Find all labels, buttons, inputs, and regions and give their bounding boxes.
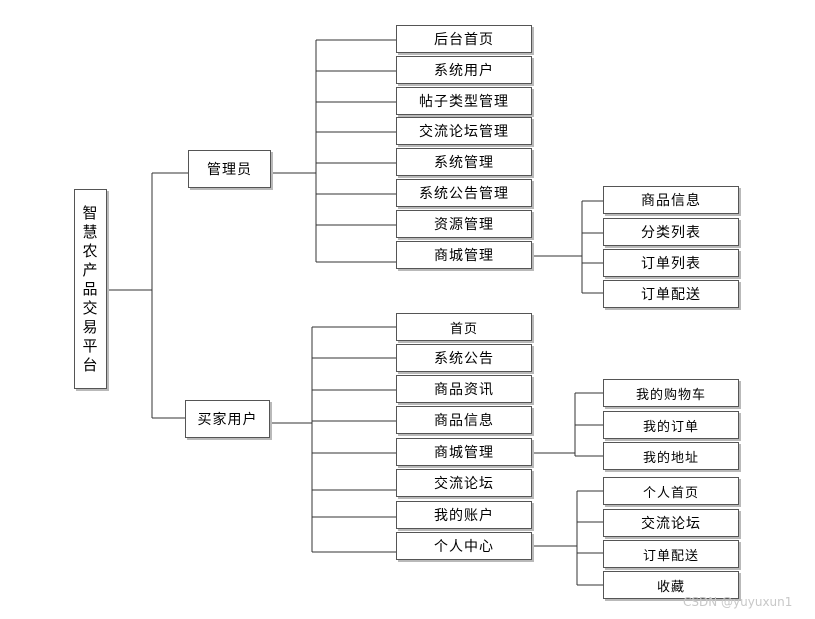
root-char: 农 (82, 241, 99, 260)
watermark: CSDN @yuyuxun1 (683, 595, 793, 609)
admin-item: 系统用户 (396, 56, 532, 84)
admin-item: 系统管理 (396, 148, 532, 176)
buyer-item-center: 个人中心 (396, 532, 532, 560)
root-char: 慧 (82, 222, 99, 241)
buyer-item: 我的账户 (396, 501, 532, 529)
buyer-mall-sub: 我的购物车 (603, 379, 739, 407)
admin-item: 后台首页 (396, 25, 532, 53)
admin-item-mall: 商城管理 (396, 241, 532, 269)
buyer-center-sub: 交流论坛 (603, 509, 739, 537)
buyer-item: 系统公告 (396, 344, 532, 372)
buyer-center-sub: 订单配送 (603, 540, 739, 568)
root-node: 智 慧 农 产 品 交 易 平 台 (74, 189, 107, 389)
buyer-center-sub: 收藏 (603, 571, 739, 599)
admin-mall-sub: 分类列表 (603, 218, 739, 246)
buyer-item: 商品信息 (396, 406, 532, 434)
buyer-item: 交流论坛 (396, 469, 532, 497)
root-char: 交 (82, 298, 99, 317)
buyer-item: 首页 (396, 313, 532, 341)
buyer-mall-sub: 我的地址 (603, 442, 739, 470)
admin-mall-sub: 订单配送 (603, 280, 739, 308)
root-char: 易 (82, 317, 99, 336)
admin-mall-sub: 订单列表 (603, 249, 739, 277)
root-char: 智 (82, 203, 99, 222)
admin-mall-sub: 商品信息 (603, 186, 739, 214)
buyer-center-sub: 个人首页 (603, 477, 739, 505)
admin-item: 资源管理 (396, 210, 532, 238)
buyer-item: 商品资讯 (396, 375, 532, 403)
root-char: 平 (82, 336, 99, 355)
admin-item: 交流论坛管理 (396, 117, 532, 145)
root-char: 产 (82, 260, 99, 279)
buyer-mall-sub: 我的订单 (603, 411, 739, 439)
admin-node: 管理员 (188, 150, 271, 188)
buyer-node: 买家用户 (185, 400, 270, 438)
root-char: 品 (82, 279, 99, 298)
buyer-item-mall: 商城管理 (396, 438, 532, 466)
admin-item: 系统公告管理 (396, 179, 532, 207)
admin-item: 帖子类型管理 (396, 87, 532, 115)
root-char: 台 (82, 355, 99, 374)
